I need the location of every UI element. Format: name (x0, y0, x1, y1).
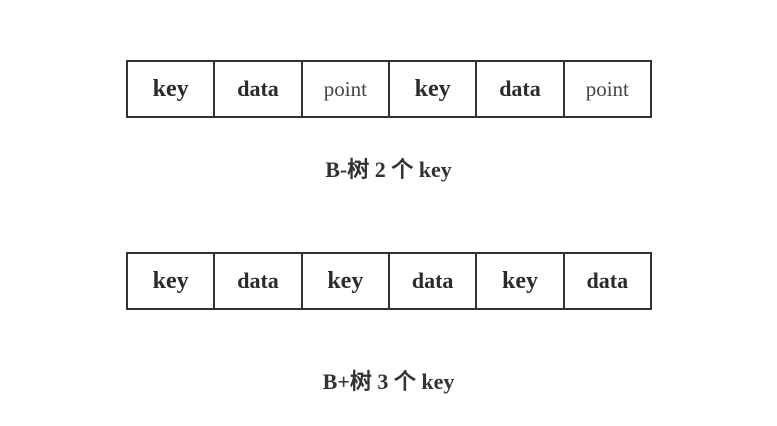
bplustree-cell-data-3: data (586, 268, 629, 293)
btree-cell-point-1: point (303, 62, 390, 116)
btree-cell-key-1: key (128, 62, 216, 116)
bplustree-cell-data-2: data (390, 254, 478, 308)
btree-node-layout: key data point key data point (126, 60, 652, 118)
bplustree-cell-key-2: key (303, 254, 390, 308)
btree-cell-point-2: point (585, 76, 629, 101)
bplustree-cell-data-1: data (215, 254, 303, 308)
bplustree-cell-key-3: key (477, 254, 565, 308)
btree-cell-key-2: key (390, 62, 478, 116)
btree-cell-data-1: data (215, 62, 303, 116)
bplustree-cell-key-1: key (128, 254, 216, 308)
bplustree-caption: B+树 3 个 key (322, 369, 455, 394)
btree-cell-data-2: data (477, 62, 565, 116)
btree-caption: B-树 2 个 key (325, 157, 452, 182)
bplustree-node-layout: key data key data key data (126, 252, 652, 310)
